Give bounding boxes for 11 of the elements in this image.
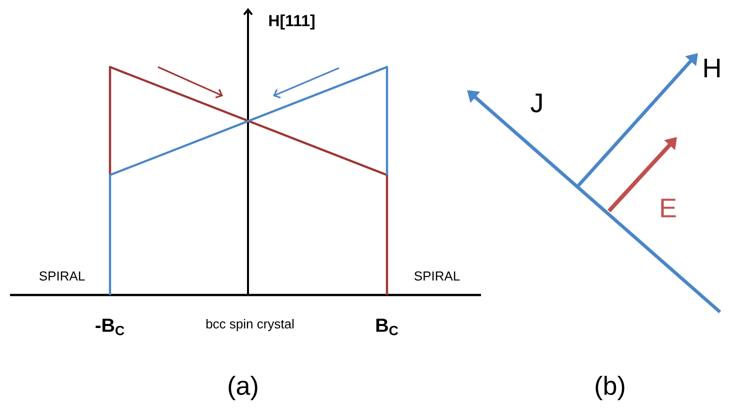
vector-label: J [530,94,542,112]
tick-label: -B$_{C}$ [96,318,124,336]
vector-label: E [661,198,676,218]
panel-label: (a) [228,376,258,400]
region-label: bcc spin crystal [206,318,294,332]
tick-label: B$_{C}$ [376,318,398,336]
region-label: SPIRAL [39,271,85,281]
axis-label: H[111] [269,14,314,30]
vector-label: H [704,58,720,78]
region-label: SPIRAL [414,271,460,281]
panel-label: (b) [596,376,624,400]
